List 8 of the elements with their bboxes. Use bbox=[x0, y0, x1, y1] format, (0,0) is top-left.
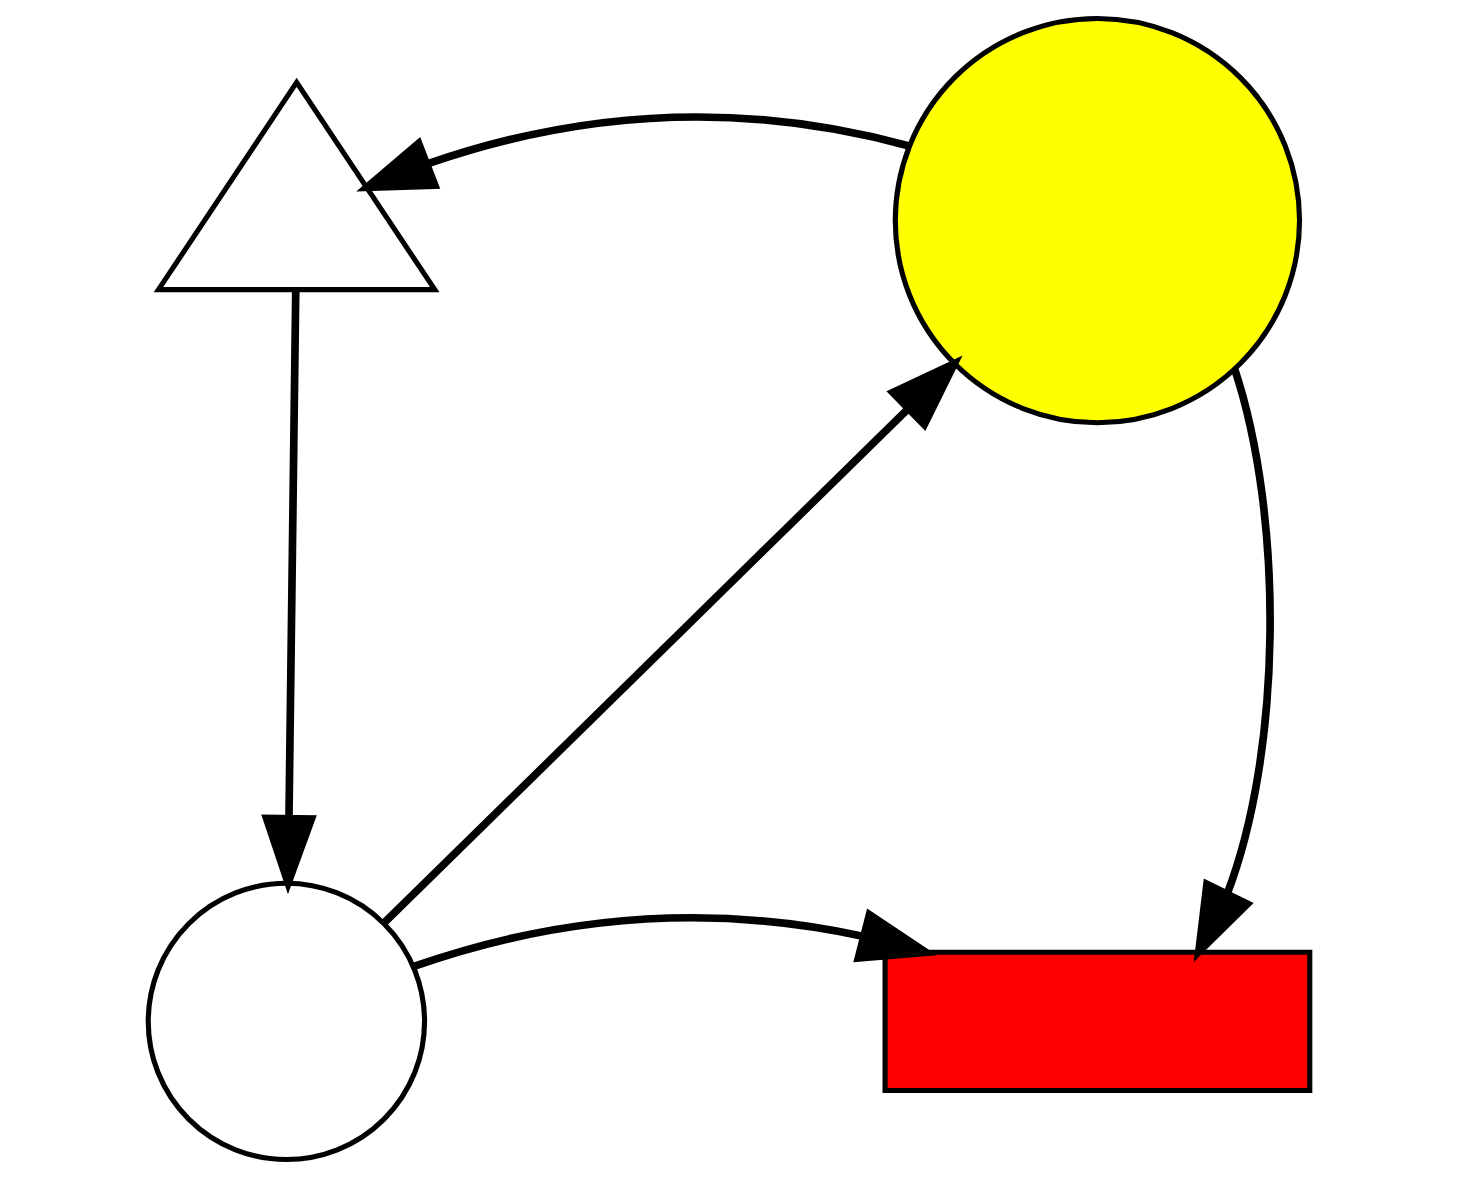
node-circle bbox=[145, 880, 427, 1163]
node-circle bbox=[892, 15, 1302, 426]
arrow bbox=[381, 355, 963, 926]
arrow bbox=[412, 908, 937, 971]
arrow bbox=[1193, 368, 1274, 963]
arrow bbox=[355, 113, 910, 192]
arrow bbox=[260, 290, 317, 895]
node-box bbox=[882, 949, 1312, 1093]
